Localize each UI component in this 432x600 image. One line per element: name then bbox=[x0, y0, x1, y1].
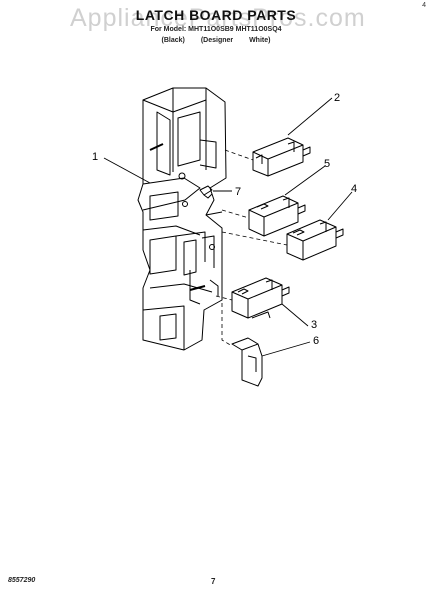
corner-mark: 4 bbox=[422, 2, 426, 9]
model-line: For Model: MHT11O0SB9 MHT11O0SQ4 bbox=[150, 26, 282, 33]
callout-7: 7 bbox=[235, 186, 241, 198]
switch-part-4 bbox=[286, 219, 344, 261]
callout-3: 3 bbox=[311, 319, 317, 331]
callout-6: 6 bbox=[313, 335, 319, 347]
page-number: 7 bbox=[211, 577, 216, 586]
callout-4: 4 bbox=[351, 183, 357, 195]
page-title: LATCH BOARD PARTS bbox=[135, 7, 297, 23]
color-variants: (Black) (Designer White) bbox=[161, 37, 271, 44]
screw-part-7 bbox=[199, 185, 213, 199]
callout-2: 2 bbox=[334, 92, 340, 104]
switch-part-5 bbox=[248, 195, 306, 237]
callout-1: 1 bbox=[92, 151, 98, 163]
watermark: AppliancePartsPros.com bbox=[70, 4, 366, 32]
actuator-part-6 bbox=[231, 337, 263, 387]
switch-part-3 bbox=[231, 277, 290, 319]
latch-board-part-1 bbox=[137, 87, 227, 351]
switch-part-2 bbox=[252, 137, 311, 177]
footer-code: 8557290 bbox=[8, 577, 36, 584]
callout-5: 5 bbox=[324, 158, 330, 170]
